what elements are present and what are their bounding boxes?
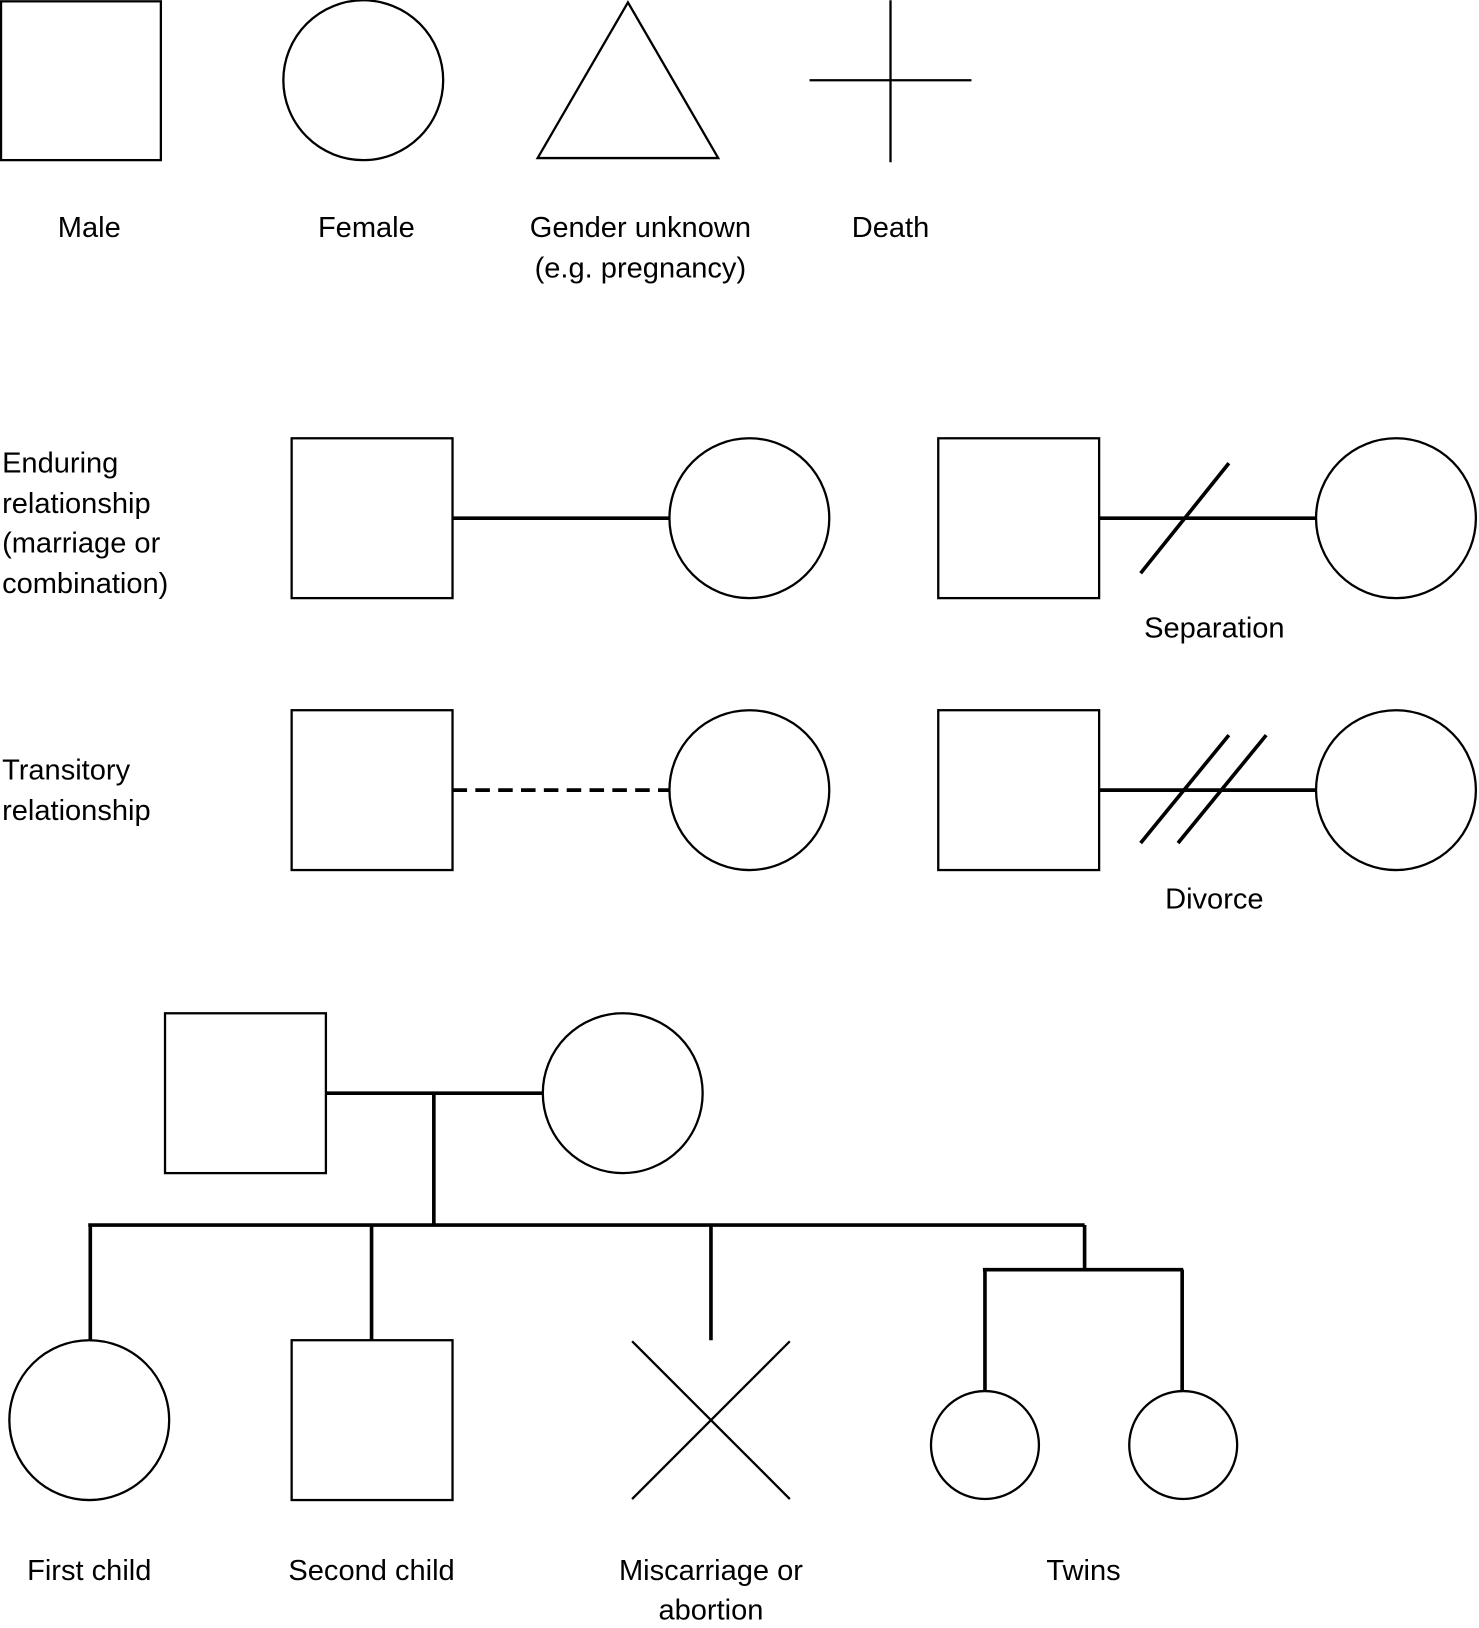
- enduring-label-3: (marriage or: [2, 527, 161, 559]
- enduring-relationship: [290, 437, 831, 600]
- second-child-label: Second child: [288, 1555, 454, 1587]
- separation-label: Separation: [1144, 613, 1285, 645]
- enduring-label-4: combination): [2, 568, 168, 600]
- death-symbol: [809, 0, 972, 163]
- divorce-relationship: [937, 709, 1478, 872]
- first-child-label: First child: [27, 1555, 151, 1587]
- twin-2-symbol: [1128, 1389, 1239, 1501]
- miscarriage-symbol: [631, 1340, 791, 1500]
- twin-1-symbol: [929, 1389, 1041, 1501]
- enduring-label-2: relationship: [2, 488, 151, 520]
- twins-label: Twins: [1046, 1555, 1120, 1587]
- first-child-symbol: [8, 1339, 171, 1502]
- miscarriage-label: Miscarriage or: [619, 1555, 803, 1587]
- second-child-symbol: [290, 1339, 454, 1502]
- male-label: Male: [58, 212, 121, 244]
- transitory-label-1: Transitory: [2, 755, 131, 787]
- death-label: Death: [852, 212, 930, 244]
- gender-unknown-label: Gender unknown: [530, 212, 751, 244]
- enduring-label-1: Enduring: [2, 448, 118, 480]
- miscarriage-sublabel: abortion: [658, 1594, 763, 1626]
- father-symbol: [163, 1012, 328, 1175]
- transitory-label-2: relationship: [2, 795, 151, 827]
- female-label: Female: [318, 212, 415, 244]
- separation-relationship: [937, 437, 1478, 600]
- female-symbol: [282, 0, 445, 162]
- transitory-relationship: [290, 709, 831, 872]
- family-tree: [8, 1012, 1239, 1502]
- gender-unknown-sublabel: (e.g. pregnancy): [535, 252, 747, 284]
- mother-symbol: [541, 1012, 704, 1175]
- divorce-label: Divorce: [1165, 883, 1263, 915]
- gender-unknown-symbol: [535, 0, 721, 160]
- male-symbol: [0, 0, 163, 162]
